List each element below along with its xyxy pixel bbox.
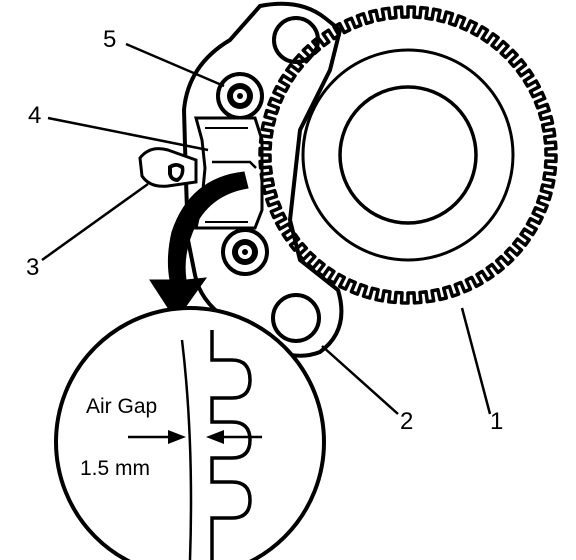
callout-3: 3 [26, 254, 40, 281]
air-gap-value: 1.5 mm [80, 457, 151, 480]
detail-arrow [149, 171, 249, 321]
leader-line-3 [41, 182, 149, 262]
leader-line-5 [125, 42, 225, 88]
air-gap-detail [54, 306, 326, 560]
ring-teeth-detail [210, 330, 252, 560]
sensor-tip-edge [180, 339, 193, 560]
bracket-hole-bottom [271, 293, 321, 343]
leader-line-1 [460, 307, 492, 415]
mounting-bolt-top [216, 72, 264, 120]
mounting-bolt-bottom [221, 228, 269, 276]
wheel-speed-sensor [194, 116, 264, 230]
callout-4: 4 [28, 102, 42, 129]
leader-line-4 [47, 116, 209, 152]
gap-indicator [212, 160, 257, 169]
air-gap-label: Air Gap [86, 395, 158, 418]
hub-center [338, 85, 478, 225]
sensor-connector [138, 147, 198, 188]
callout-1: 1 [490, 408, 504, 435]
bracket-hole-top [272, 16, 320, 64]
tone-ring [258, 5, 558, 305]
tone-ring-teeth [258, 5, 558, 305]
leader-line-2 [321, 345, 399, 415]
callout-2: 2 [400, 408, 414, 435]
callout-5: 5 [103, 26, 117, 53]
